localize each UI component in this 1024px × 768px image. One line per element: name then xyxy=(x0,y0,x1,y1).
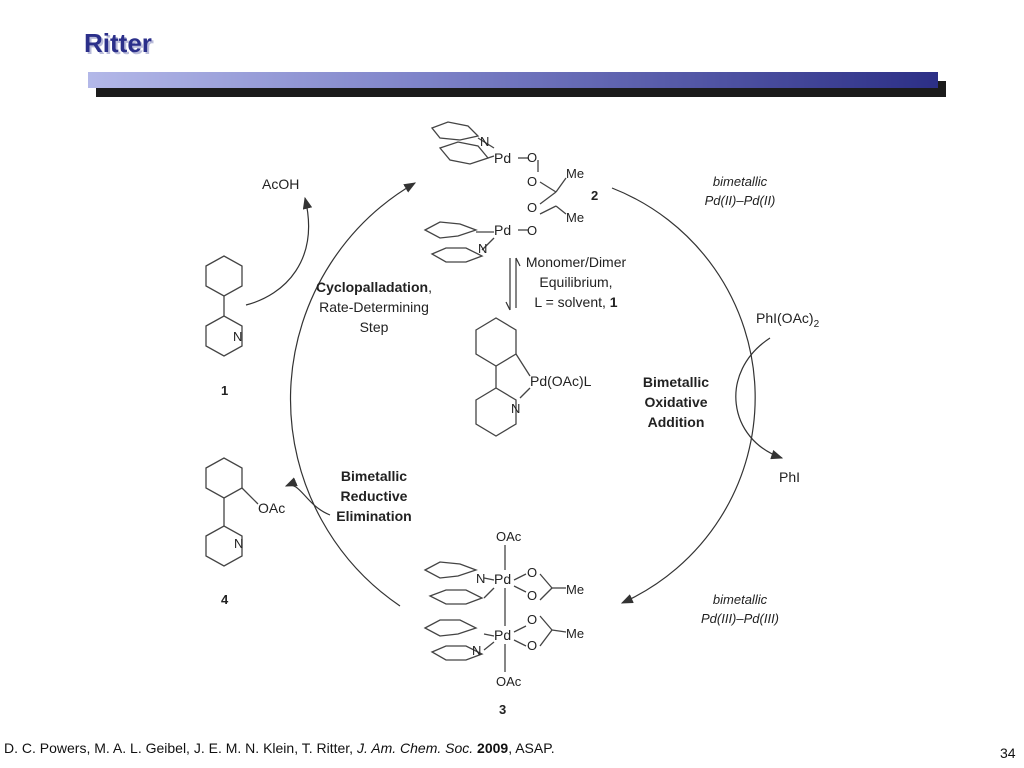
citation-journal: J. Am. Chem. Soc. xyxy=(356,740,474,756)
step-ox-line1: Bimetallic xyxy=(643,374,709,390)
citation-authors: D. C. Powers, M. A. L. Geibel, J. E. M. … xyxy=(4,740,354,756)
c3-pd-top: Pd xyxy=(494,571,511,587)
step-red-line2: Reductive xyxy=(341,488,408,504)
step-cyclo-line3: Step xyxy=(360,319,389,335)
c3-o4: O xyxy=(527,638,537,653)
step-red-line1: Bimetallic xyxy=(341,468,407,484)
step-ox-line2: Oxidative xyxy=(644,394,707,410)
c2-pd-top: Pd xyxy=(494,150,511,166)
c2-me-bottom: Me xyxy=(566,210,584,225)
slide-title: Ritter xyxy=(84,28,152,58)
step-ox-line3: Addition xyxy=(648,414,705,430)
c3-o2: O xyxy=(527,588,537,603)
compound-4-label: 4 xyxy=(221,592,229,607)
c1-n: N xyxy=(233,329,242,344)
cycle-arc-right xyxy=(611,187,756,604)
step-cyclo-line1: Cyclopalladation, xyxy=(316,279,432,295)
c4-n: N xyxy=(234,536,243,551)
c2-o4: O xyxy=(527,223,537,238)
step-eq-line1: Monomer/Dimer xyxy=(526,254,627,270)
compound-2-label: 2 xyxy=(591,188,598,203)
c3-me-bottom: Me xyxy=(566,626,584,641)
step-eq-line3: L = solvent, 1 xyxy=(534,294,617,310)
acoh-release-arrow xyxy=(245,196,313,306)
c3-oac-top: OAc xyxy=(496,529,522,544)
c3-me-top: Me xyxy=(566,582,584,597)
reagent-phi: PhI xyxy=(779,469,800,485)
monomer-n: N xyxy=(511,401,520,416)
step-eq-line2: Equilibrium, xyxy=(539,274,612,290)
monomer-structure: N Pd(OAc)L xyxy=(475,317,592,437)
compound-1-structure: N 1 xyxy=(205,255,243,398)
state-bottom-line1: bimetallic xyxy=(713,592,768,607)
c3-n-top: N xyxy=(476,571,485,586)
citation-suffix: , ASAP. xyxy=(508,740,555,756)
state-bottom-line2: Pd(III)–Pd(III) xyxy=(701,611,779,626)
compound-1-label: 1 xyxy=(221,383,228,398)
c3-o1: O xyxy=(527,565,537,580)
title-bar xyxy=(88,72,938,88)
step-red-line3: Elimination xyxy=(336,508,411,524)
c2-o3: O xyxy=(527,200,537,215)
c2-o2: O xyxy=(527,174,537,189)
c3-n-bottom: N xyxy=(472,643,481,658)
c3-pd-bottom: Pd xyxy=(494,627,511,643)
page-number: 34 xyxy=(1000,745,1016,761)
c2-o1: O xyxy=(527,150,537,165)
reagent-acoh: AcOH xyxy=(262,176,299,192)
reagent-phioac2: PhI(OAc)2 xyxy=(756,310,820,330)
compound-3-structure: OAc N Pd O O Me O Me Pd O N OAc 3 xyxy=(423,529,584,717)
citation: D. C. Powers, M. A. L. Geibel, J. E. M. … xyxy=(4,740,555,756)
compound-4-structure: OAc N 4 xyxy=(205,457,285,607)
cycle-arc-left-upper xyxy=(289,182,417,607)
monomer-pd-label: Pd(OAc)L xyxy=(530,373,592,389)
compound-3-label: 3 xyxy=(499,702,506,717)
c3-oac-bottom: OAc xyxy=(496,674,522,689)
phi-oac2-arrow xyxy=(735,337,784,460)
c4-oac: OAc xyxy=(258,500,285,516)
state-top-line1: bimetallic xyxy=(713,174,768,189)
equilibrium-arrows xyxy=(505,257,521,311)
step-cyclo-line2: Rate-Determining xyxy=(319,299,429,315)
compound-2-structure: N Pd O O Me O Me Pd O N 2 xyxy=(423,121,598,263)
c2-pd-bottom: Pd xyxy=(494,222,511,238)
c2-me-top: Me xyxy=(566,166,584,181)
product-release-arrow xyxy=(284,477,331,516)
state-top-line2: Pd(II)–Pd(II) xyxy=(705,193,776,208)
citation-year: 2009 xyxy=(477,740,509,756)
c2-n-bottom: N xyxy=(478,241,487,256)
c3-o3: O xyxy=(527,612,537,627)
c2-n-top: N xyxy=(480,134,489,149)
